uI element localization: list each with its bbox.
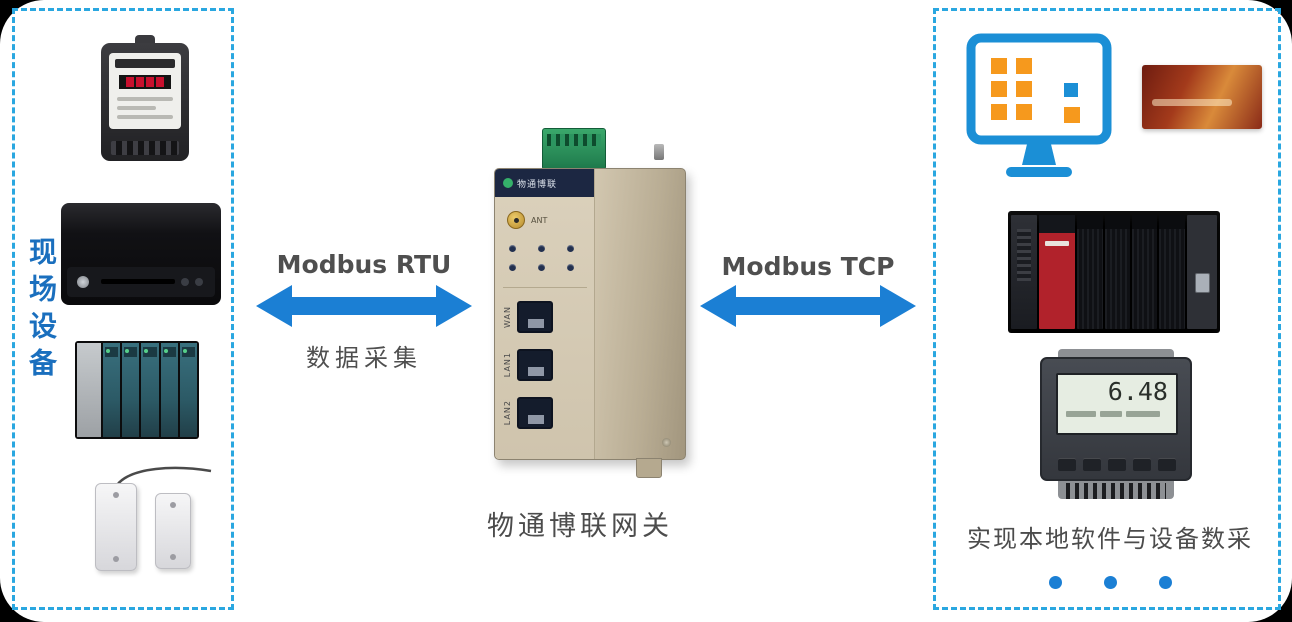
gateway-screw	[662, 438, 671, 447]
dvr-front-panel	[67, 267, 215, 297]
lan2-port: LAN2	[503, 397, 553, 429]
controller-button	[1058, 458, 1076, 471]
ellipsis-dots	[936, 576, 1284, 589]
meter-hanger	[135, 35, 155, 45]
sensor-magnet-bar	[155, 493, 191, 569]
door-sensor-image	[79, 463, 231, 575]
rack-end-module	[1186, 215, 1217, 329]
tcp-double-arrow	[700, 285, 916, 327]
gateway-terminal-block	[542, 128, 606, 170]
plc-rack-image	[1008, 211, 1220, 333]
desktop-dashboard-icon	[966, 33, 1112, 177]
dot	[1048, 576, 1062, 589]
plc-module	[103, 343, 121, 437]
gateway-device-image: 物通博联 ANT WAN LAN1	[486, 128, 696, 488]
dvr-button	[181, 278, 189, 286]
gateway-logo-icon	[503, 178, 513, 188]
led-indicator	[567, 264, 574, 271]
plc-power-module	[77, 343, 101, 437]
led-indicator	[567, 245, 574, 252]
meter-title-bar	[115, 59, 175, 68]
gateway-title: 物通博联网关	[487, 511, 673, 542]
controller-buttons	[1058, 458, 1176, 471]
meter-body	[101, 43, 189, 161]
electric-meter-image	[101, 35, 189, 167]
lcd-secondary-line	[1066, 411, 1168, 417]
sensor-magnet-bar	[95, 483, 137, 571]
plc-module	[122, 343, 140, 437]
controller-front: 6.48	[1040, 357, 1192, 481]
rack-io-module	[1104, 215, 1131, 329]
antenna-label: ANT	[531, 216, 548, 225]
controller-pins	[1066, 483, 1166, 499]
rj45-jack	[517, 397, 553, 429]
gateway-body: 物通博联 ANT WAN LAN1	[494, 168, 686, 460]
rtu-protocol-label: Modbus RTU	[276, 250, 452, 279]
panel-controller-image: 6.48	[1040, 349, 1192, 505]
plc-module	[141, 343, 159, 437]
wan-port: WAN	[503, 301, 553, 333]
rack-io-module	[1159, 215, 1186, 329]
meter-counter	[119, 75, 171, 89]
rj45-jack	[517, 349, 553, 381]
gateway-logo-strip: 物通博联	[495, 169, 594, 197]
dvr-button	[195, 278, 203, 286]
tcp-protocol-label: Modbus TCP	[721, 252, 895, 281]
led-indicator	[509, 245, 516, 252]
plc-modules-image	[75, 341, 199, 439]
gateway-led-panel	[509, 245, 581, 271]
controller-button	[1133, 458, 1151, 471]
meter-text-lines	[117, 97, 173, 124]
rtu-caption: 数据采集	[306, 344, 422, 372]
wan-port-label: WAN	[503, 306, 512, 328]
rack-io-module	[1132, 215, 1158, 329]
rack-connector	[1194, 273, 1210, 293]
controller-button	[1108, 458, 1126, 471]
meter-terminals	[111, 141, 179, 155]
dot	[1103, 576, 1117, 589]
plc-module	[179, 343, 198, 437]
lan2-port-label: LAN2	[503, 400, 512, 426]
lan1-port: LAN1	[503, 349, 553, 381]
gateway-front-face: 物通博联 ANT WAN LAN1	[495, 169, 595, 459]
dvr-lock	[77, 276, 89, 288]
right-caption: 实现本地软件与设备数采	[967, 525, 1253, 553]
controller-button	[1083, 458, 1101, 471]
gateway-top-connector	[654, 144, 664, 160]
gateway-divider	[503, 287, 587, 288]
rack-cpu-top	[1039, 215, 1076, 233]
sensor-wire	[116, 466, 212, 486]
rack-cpu-module	[1039, 215, 1076, 329]
rack-io-module	[1077, 215, 1104, 329]
dvr-disk-slot	[101, 279, 175, 284]
lan1-port-label: LAN1	[503, 352, 512, 378]
gateway-brand-label: 物通博联	[517, 179, 558, 190]
field-devices-group: 现场设备	[12, 8, 234, 610]
meter-face	[109, 53, 181, 129]
lcd-reading: 6.48	[1107, 377, 1168, 406]
field-devices-label: 现场设备	[25, 237, 58, 385]
gateway-mount-tab	[636, 458, 662, 478]
led-indicator	[538, 264, 545, 271]
controller-button	[1158, 458, 1176, 471]
plc-module	[160, 343, 178, 437]
rack-cpu-label-strip	[1045, 241, 1070, 246]
rj45-jack	[517, 301, 553, 333]
local-software-group: 6.48 实现本地软件与设备数采	[933, 8, 1281, 610]
antenna-connector	[507, 211, 525, 229]
rack-power-unit	[1011, 215, 1038, 329]
mobile-dvr-image	[61, 203, 221, 305]
dot	[1158, 576, 1172, 589]
scada-software-image	[1142, 65, 1262, 129]
led-indicator	[538, 245, 545, 252]
rtu-double-arrow	[256, 285, 472, 327]
led-indicator	[509, 264, 516, 271]
controller-lcd: 6.48	[1056, 373, 1178, 435]
